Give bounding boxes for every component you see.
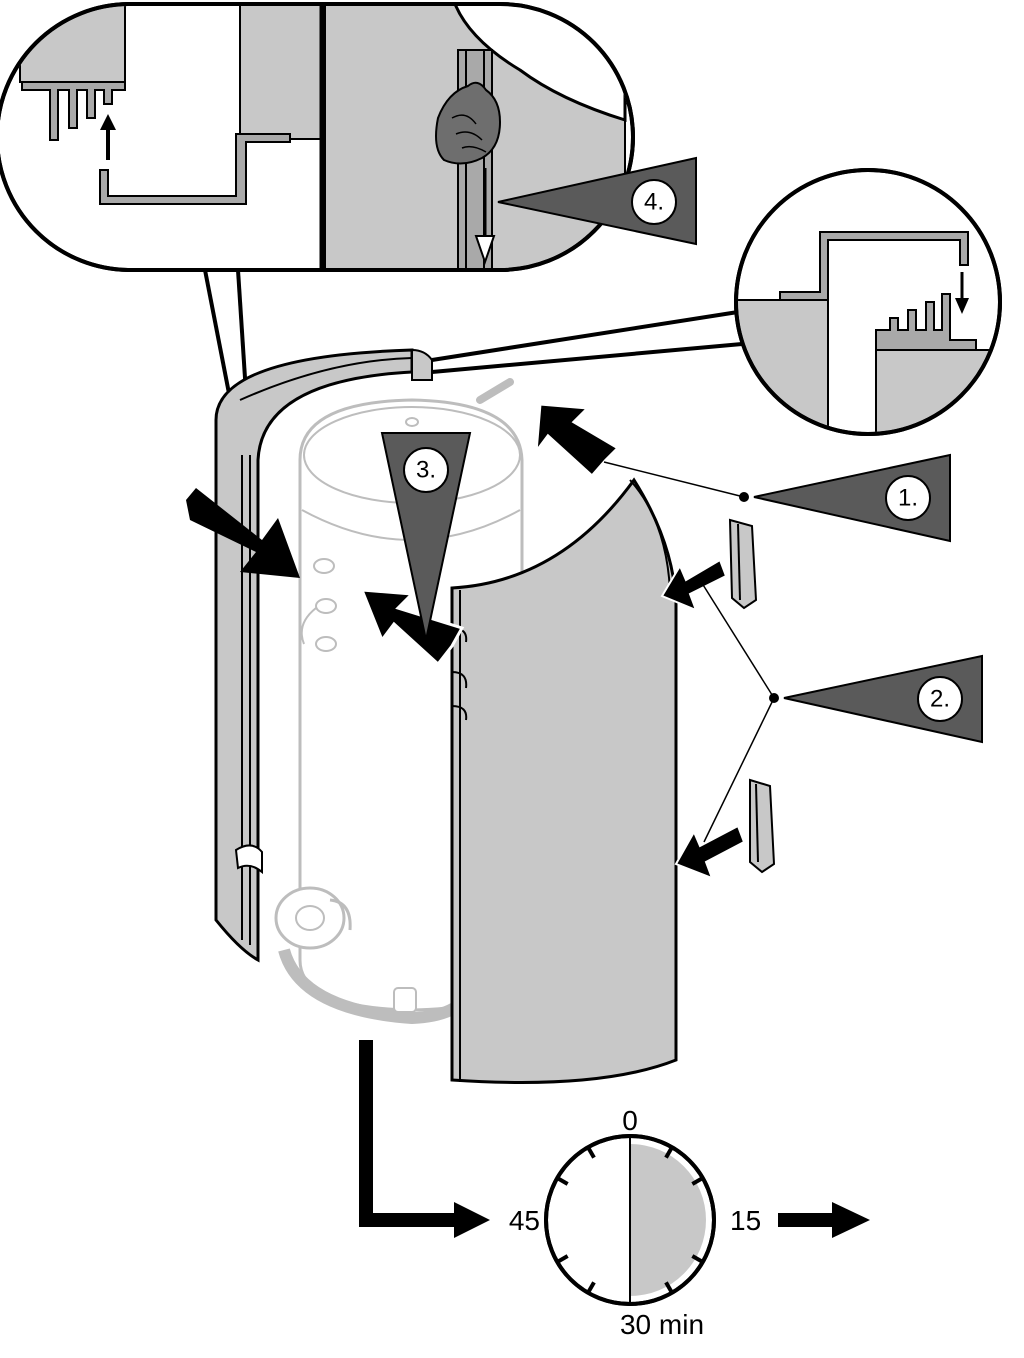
arrow-front-shell-push (359, 588, 465, 667)
step-1-label: 1. (898, 485, 918, 512)
timer-label-right: 15 (730, 1205, 761, 1236)
arrow-clip-lower (674, 824, 746, 880)
timer-elapsed-sector (630, 1144, 706, 1296)
timer-tick (586, 1281, 596, 1294)
timer-tick (691, 1254, 704, 1264)
step-4-label: 4. (644, 189, 664, 216)
timer-label-left: 45 (509, 1205, 540, 1236)
arrow-top-inward (534, 402, 621, 479)
clip-lower (749, 778, 776, 874)
step-3-label: 3. (416, 457, 436, 484)
arrow-rear-shell-left (186, 488, 300, 578)
timer-label-top: 0 (622, 1105, 638, 1136)
step-4-marker: 4. (497, 156, 697, 246)
timer-tick (691, 1176, 704, 1186)
timer-label-bottom: 30 min (620, 1309, 704, 1340)
pipe-connection-icon (300, 558, 337, 652)
flow-arrow-next (778, 1202, 870, 1238)
clip-upper (728, 518, 758, 610)
timer-tick (586, 1146, 596, 1159)
zoom-callout-top (0, 1, 635, 456)
timer-tick (556, 1254, 569, 1264)
hand-icon (435, 81, 502, 165)
step-1-marker: 1. (753, 453, 951, 543)
flange-icon (274, 886, 352, 950)
step-2-marker: 2. (783, 654, 983, 744)
front-insulation-shell (450, 477, 678, 1084)
timer-tick (664, 1146, 674, 1159)
timer-tick (556, 1176, 569, 1186)
timer-tick (664, 1281, 674, 1294)
arrow-clip-upper (660, 558, 728, 612)
timer-dial: 0 15 45 30 min (509, 1105, 761, 1340)
flow-arrow-to-timer (359, 1040, 490, 1238)
step-3-marker: 3. (380, 432, 472, 641)
step-2-label: 2. (930, 686, 950, 713)
